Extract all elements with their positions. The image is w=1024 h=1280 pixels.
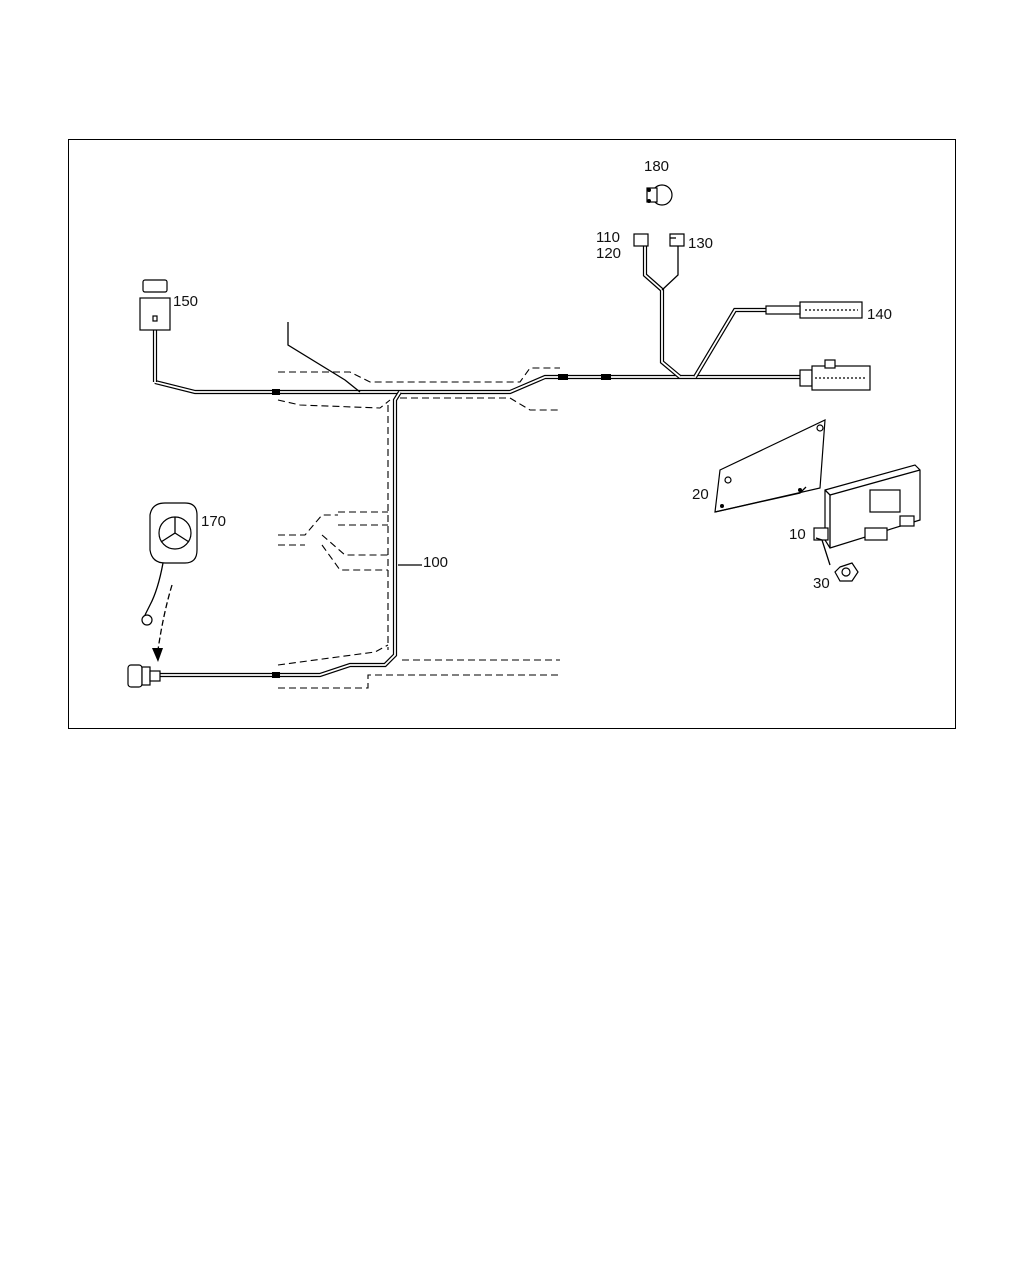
- install-arrow: [152, 584, 173, 662]
- control-unit-plug: [799, 359, 871, 391]
- optional-harness-variants: [277, 367, 560, 689]
- callout-180: 180: [644, 158, 669, 175]
- plug-130: [669, 233, 685, 247]
- callout-100: 100: [423, 554, 448, 571]
- callout-170: 170: [201, 513, 226, 530]
- diagram-frame: [68, 139, 956, 729]
- lamp-socket-connector: [127, 664, 161, 688]
- nut-30: [834, 562, 859, 582]
- callout-130: 130: [688, 235, 713, 252]
- callout-20: 20: [692, 486, 709, 503]
- control-unit-10: [813, 464, 921, 549]
- emblem-lamp-170: [141, 502, 198, 626]
- connector-150: [139, 279, 171, 331]
- connector-140: [765, 301, 863, 319]
- leader-lines: [398, 537, 831, 566]
- main-harness-trunk: [152, 245, 800, 678]
- callout-120: 120: [596, 245, 621, 262]
- callout-30: 30: [813, 575, 830, 592]
- callout-10: 10: [789, 526, 806, 543]
- callout-110: 110: [596, 229, 620, 246]
- plug-110-120: [633, 233, 649, 247]
- callout-140: 140: [867, 306, 892, 323]
- callout-150: 150: [173, 293, 198, 310]
- round-connector-180: [646, 184, 673, 206]
- mounting-bracket-20: [714, 419, 826, 513]
